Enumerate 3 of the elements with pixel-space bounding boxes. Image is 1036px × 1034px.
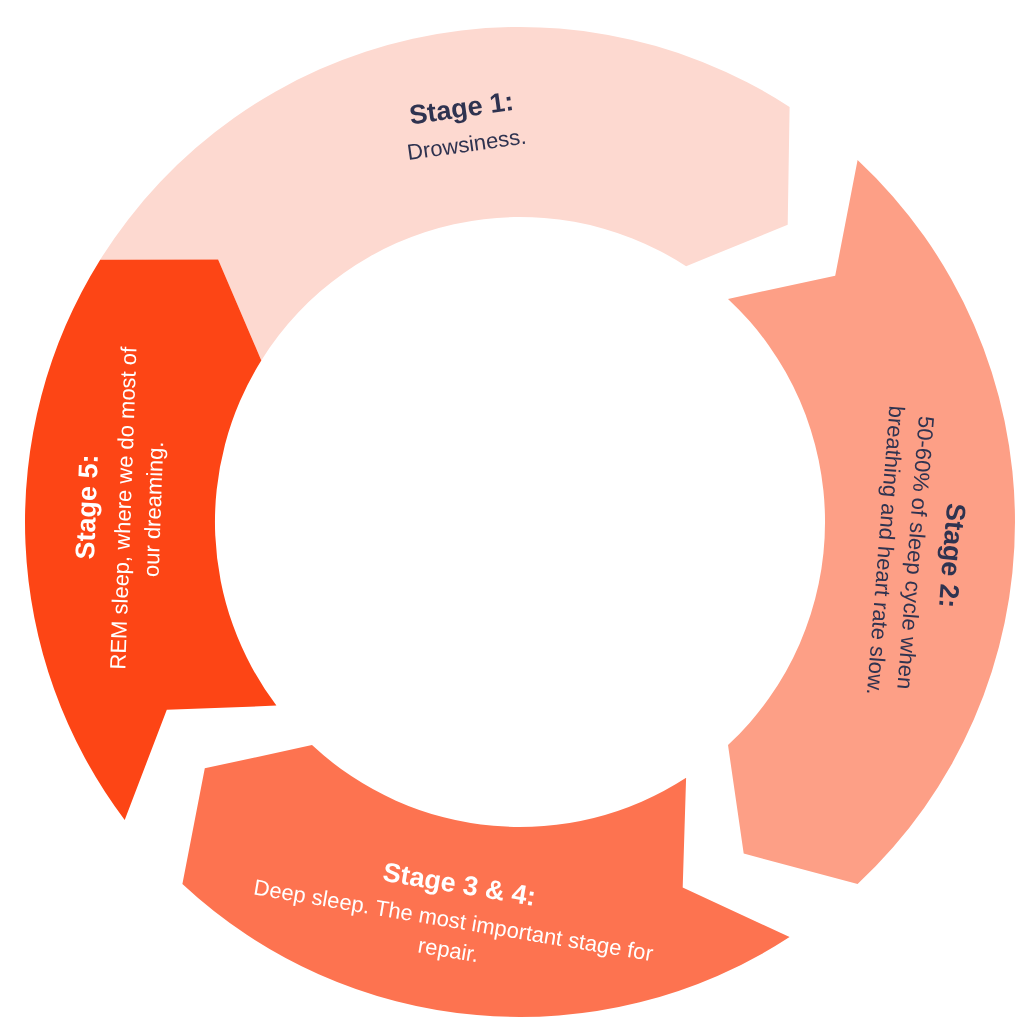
stage-heading: Stage 5: [69, 453, 105, 560]
stage-description: REM sleep, where we do most of our dreaming. [104, 345, 170, 672]
stage-heading: Stage 2: [931, 502, 972, 610]
